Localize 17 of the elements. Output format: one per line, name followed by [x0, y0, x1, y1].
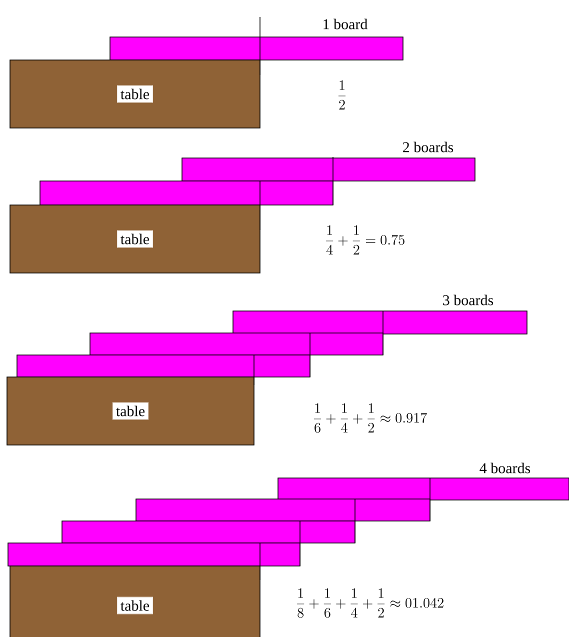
board — [110, 36, 404, 60]
board — [62, 520, 356, 544]
sum-formula: $\frac{1}{8}+\frac{1}{6}+\frac{1}{4}+\frac{1}{2}\approx 01.042$ — [297, 588, 444, 618]
table-box: table — [10, 566, 260, 637]
board — [278, 478, 569, 500]
board — [16, 354, 310, 378]
table-box: table — [10, 204, 260, 274]
board — [232, 310, 528, 334]
table-box: table — [10, 60, 260, 128]
board — [136, 498, 430, 522]
table-box: table — [6, 376, 254, 446]
board — [8, 542, 300, 566]
sum-formula: $\frac{1}{2}$ — [338, 80, 346, 110]
board — [40, 180, 334, 206]
sum-formula: $\frac{1}{6}+\frac{1}{4}+\frac{1}{2}\approx 0.917$ — [314, 403, 427, 433]
board — [182, 158, 476, 182]
board — [90, 332, 384, 356]
